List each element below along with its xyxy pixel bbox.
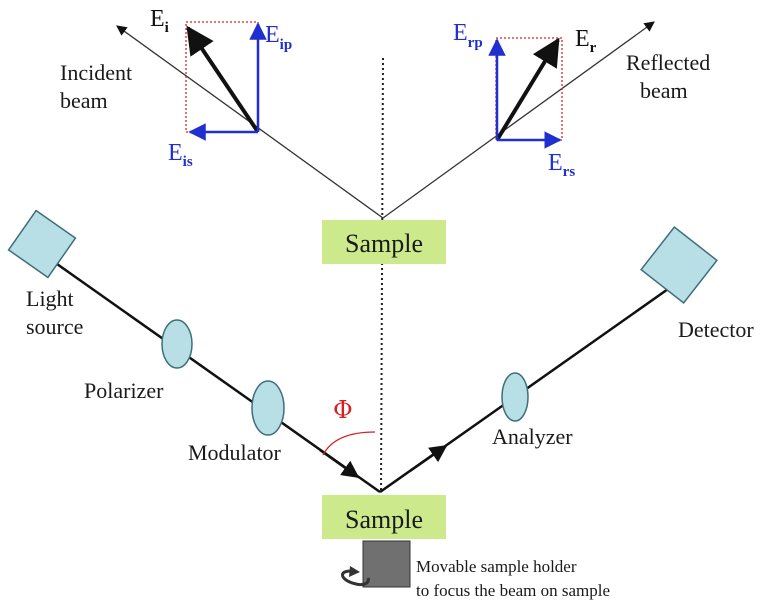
label-analyzer: Analyzer — [492, 424, 573, 449]
label-ers: Ers — [548, 150, 575, 180]
label-eis: Eis — [168, 140, 193, 170]
label-light-source: Light source — [26, 286, 83, 339]
label-detector: Detector — [678, 317, 754, 342]
label-erp: Erp — [453, 20, 483, 51]
sample-bottom — [322, 495, 446, 539]
label-polarizer: Polarizer — [84, 378, 164, 403]
polarizer — [161, 319, 193, 369]
incident-beam-arrow — [319, 448, 360, 479]
label-phi: Φ — [333, 396, 353, 424]
label-er: Er — [575, 26, 597, 56]
analyzer — [501, 372, 529, 422]
phi-arc — [322, 431, 376, 456]
surface-normal — [380, 57, 384, 493]
reflected-beam-arrow — [409, 444, 448, 473]
label-ei: Ei — [150, 6, 169, 36]
light-source-box — [7, 209, 77, 279]
label-eip: Eip — [265, 22, 292, 53]
vector-ei — [186, 25, 260, 134]
modulator — [251, 380, 285, 436]
sample-holder — [362, 540, 411, 588]
circular-arrow-icon — [341, 566, 370, 587]
sample-bottom-label: Sample — [345, 505, 423, 534]
vector-er — [495, 37, 560, 142]
label-reflected-beam: Reflected beam — [626, 50, 716, 103]
sample-top — [322, 220, 446, 264]
label-modulator: Modulator — [188, 440, 282, 465]
label-holder: Movable sample holder to focus the beam … — [416, 557, 610, 600]
sample-top-label: Sample — [345, 229, 423, 258]
label-incident-beam: Incident beam — [60, 60, 138, 113]
reflected-beam-line — [382, 21, 655, 219]
detector-box — [640, 226, 718, 304]
